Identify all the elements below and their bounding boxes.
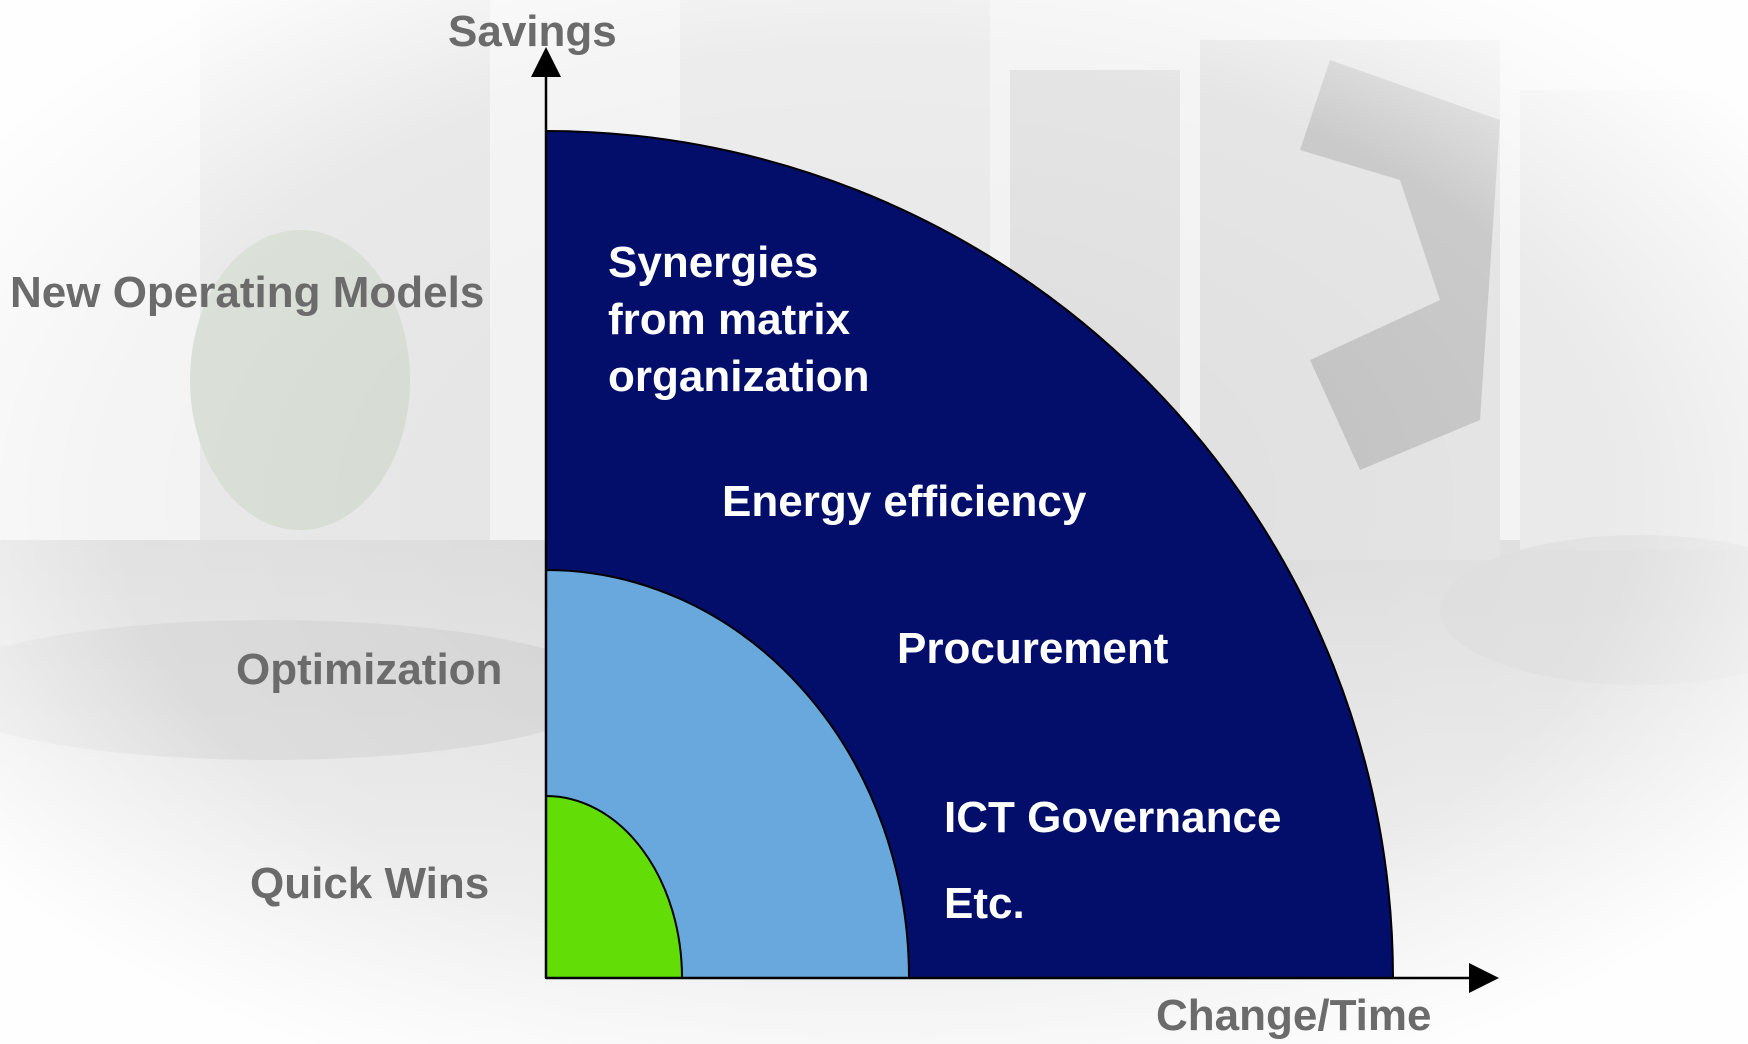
level-label-new-operating-models: New Operating Models — [10, 268, 485, 317]
y-axis-label: Savings — [448, 7, 617, 56]
level-label-quick-wins: Quick Wins — [250, 859, 490, 908]
item-etc: Etc. — [944, 879, 1025, 928]
quarter-quick-wins — [545, 794, 684, 979]
item-ict-governance: ICT Governance — [944, 793, 1282, 842]
item-synergies-line-1: Synergies — [608, 238, 819, 287]
item-energy-efficiency: Energy efficiency — [722, 477, 1087, 526]
x-axis-label: Change/Time — [1156, 991, 1432, 1040]
level-label-optimization: Optimization — [236, 645, 503, 694]
item-synergies: Synergies from matrix organization — [608, 234, 870, 405]
item-synergies-line-2: from matrix — [608, 295, 851, 344]
item-procurement: Procurement — [897, 624, 1169, 673]
item-synergies-line-3: organization — [608, 352, 870, 401]
